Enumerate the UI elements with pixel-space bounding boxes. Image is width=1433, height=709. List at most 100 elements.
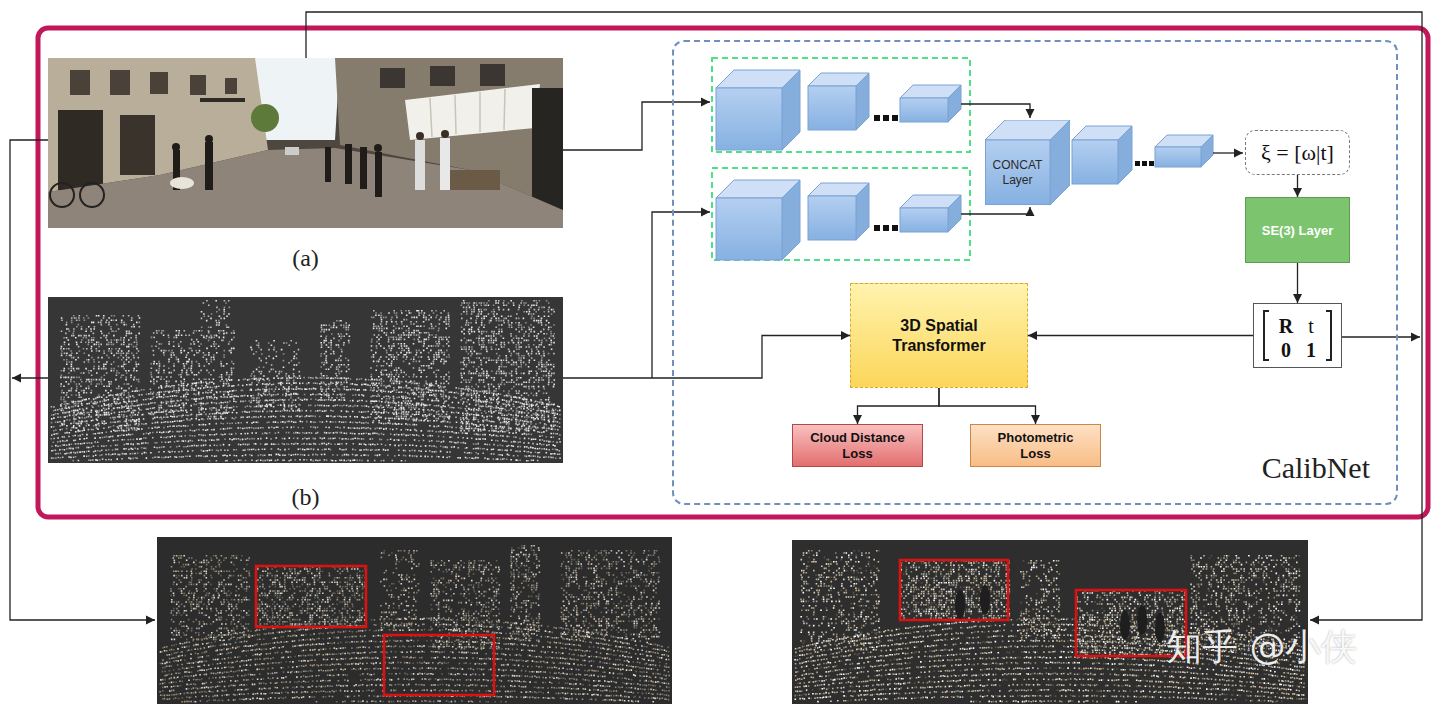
cube-side [856, 183, 869, 240]
feature-wire [961, 207, 1030, 214]
ellipsis-dot [883, 225, 889, 231]
window [150, 72, 168, 94]
loss-box: Cloud Distance Loss [792, 424, 923, 467]
cube-front [808, 86, 856, 130]
ellipsis-dot [1135, 161, 1140, 166]
cube-front [1072, 140, 1118, 184]
se3-layer: SE(3) Layer [1245, 197, 1350, 263]
person [360, 147, 367, 189]
awning [405, 84, 540, 140]
cube-side [1118, 126, 1132, 184]
person [205, 142, 213, 190]
cube-side [1201, 135, 1213, 167]
pose-vector: ξ = [ω|t] [1245, 130, 1350, 175]
cube-side [782, 70, 800, 150]
node-text: ξ = [ω|t] [1261, 140, 1334, 166]
encoder-branch [712, 58, 970, 152]
person [441, 130, 449, 138]
cube-front [900, 98, 948, 122]
person [415, 140, 425, 190]
person [345, 144, 352, 184]
pedestrian [955, 590, 965, 620]
camera-image: (a) [48, 58, 563, 228]
input-wire [563, 102, 710, 150]
node-text: Cloud Distance Loss [807, 430, 908, 462]
photo-background [48, 58, 563, 228]
awning-stripes [430, 89, 505, 137]
bicycle-wheel [80, 183, 104, 207]
lidar-background [48, 297, 563, 463]
window [430, 66, 455, 86]
flow-arrow [1028, 335, 1253, 336]
layer-cube [808, 183, 869, 240]
car [285, 147, 299, 155]
spatial-transformer: 3D Spatial Transformer [850, 283, 1028, 388]
cube-front [716, 88, 782, 150]
point-set [160, 545, 670, 703]
encoder-branch [712, 168, 970, 260]
highlight-box [256, 566, 366, 627]
window [225, 78, 237, 94]
result-wire [306, 12, 1422, 620]
flow-arrow [1297, 175, 1298, 197]
layer-cube [1072, 126, 1132, 184]
ellipsis-dot [874, 225, 880, 231]
point-set [51, 300, 561, 462]
node-text: 1 [1301, 340, 1321, 360]
point-set [51, 300, 561, 462]
doorway [120, 115, 155, 175]
node-text: (b) [48, 483, 563, 511]
ellipsis-dot [874, 115, 880, 121]
node-text: CalibNet [1262, 451, 1370, 485]
bicycle-wheel [50, 183, 74, 207]
cube-front [716, 198, 782, 260]
person [416, 132, 424, 140]
result-background [157, 537, 672, 704]
person [172, 143, 180, 151]
feature-wire [961, 104, 1030, 118]
concat-layer: CONCAT Layer [985, 120, 1070, 205]
result-wire [12, 377, 48, 378]
watermark: 知乎 @小侠 [1166, 626, 1357, 668]
node-text: Photometric Loss [985, 430, 1086, 462]
street [48, 148, 563, 228]
node-text: 0 [1276, 340, 1296, 360]
cube-front [808, 196, 856, 240]
node-text: CONCAT Layer [985, 140, 1050, 205]
pedestrians [172, 135, 382, 197]
layer-cubes [716, 70, 1213, 260]
system-frame [38, 28, 1428, 517]
window [70, 70, 90, 95]
ellipsis-dot [892, 115, 898, 121]
person [375, 152, 382, 197]
layer-cube [716, 70, 800, 150]
wires [10, 12, 1422, 620]
person [440, 138, 450, 190]
flow-arrow [1297, 263, 1298, 303]
layer-cube [900, 195, 961, 232]
miscalibrated-points [159, 545, 670, 703]
transform-matrix: Rt01 [1253, 303, 1342, 368]
person [325, 147, 331, 182]
result-background [792, 540, 1308, 704]
node-text: t [1301, 316, 1321, 336]
cube-front [900, 208, 948, 232]
bracket [1264, 311, 1331, 360]
street-photo [48, 58, 563, 228]
pedestrian [980, 585, 990, 615]
cube-front [986, 140, 1051, 205]
lidar-image: (b) [48, 297, 563, 463]
balcony [200, 98, 245, 102]
highlight-box [900, 560, 1008, 620]
cube-side [1050, 120, 1070, 205]
point-set [159, 549, 669, 702]
result-wire [10, 140, 155, 620]
point-set [162, 545, 669, 702]
node-text: (a) [48, 244, 563, 272]
matrix-brackets [1254, 304, 1341, 367]
cube-side [856, 73, 869, 130]
cube-side [948, 195, 961, 232]
